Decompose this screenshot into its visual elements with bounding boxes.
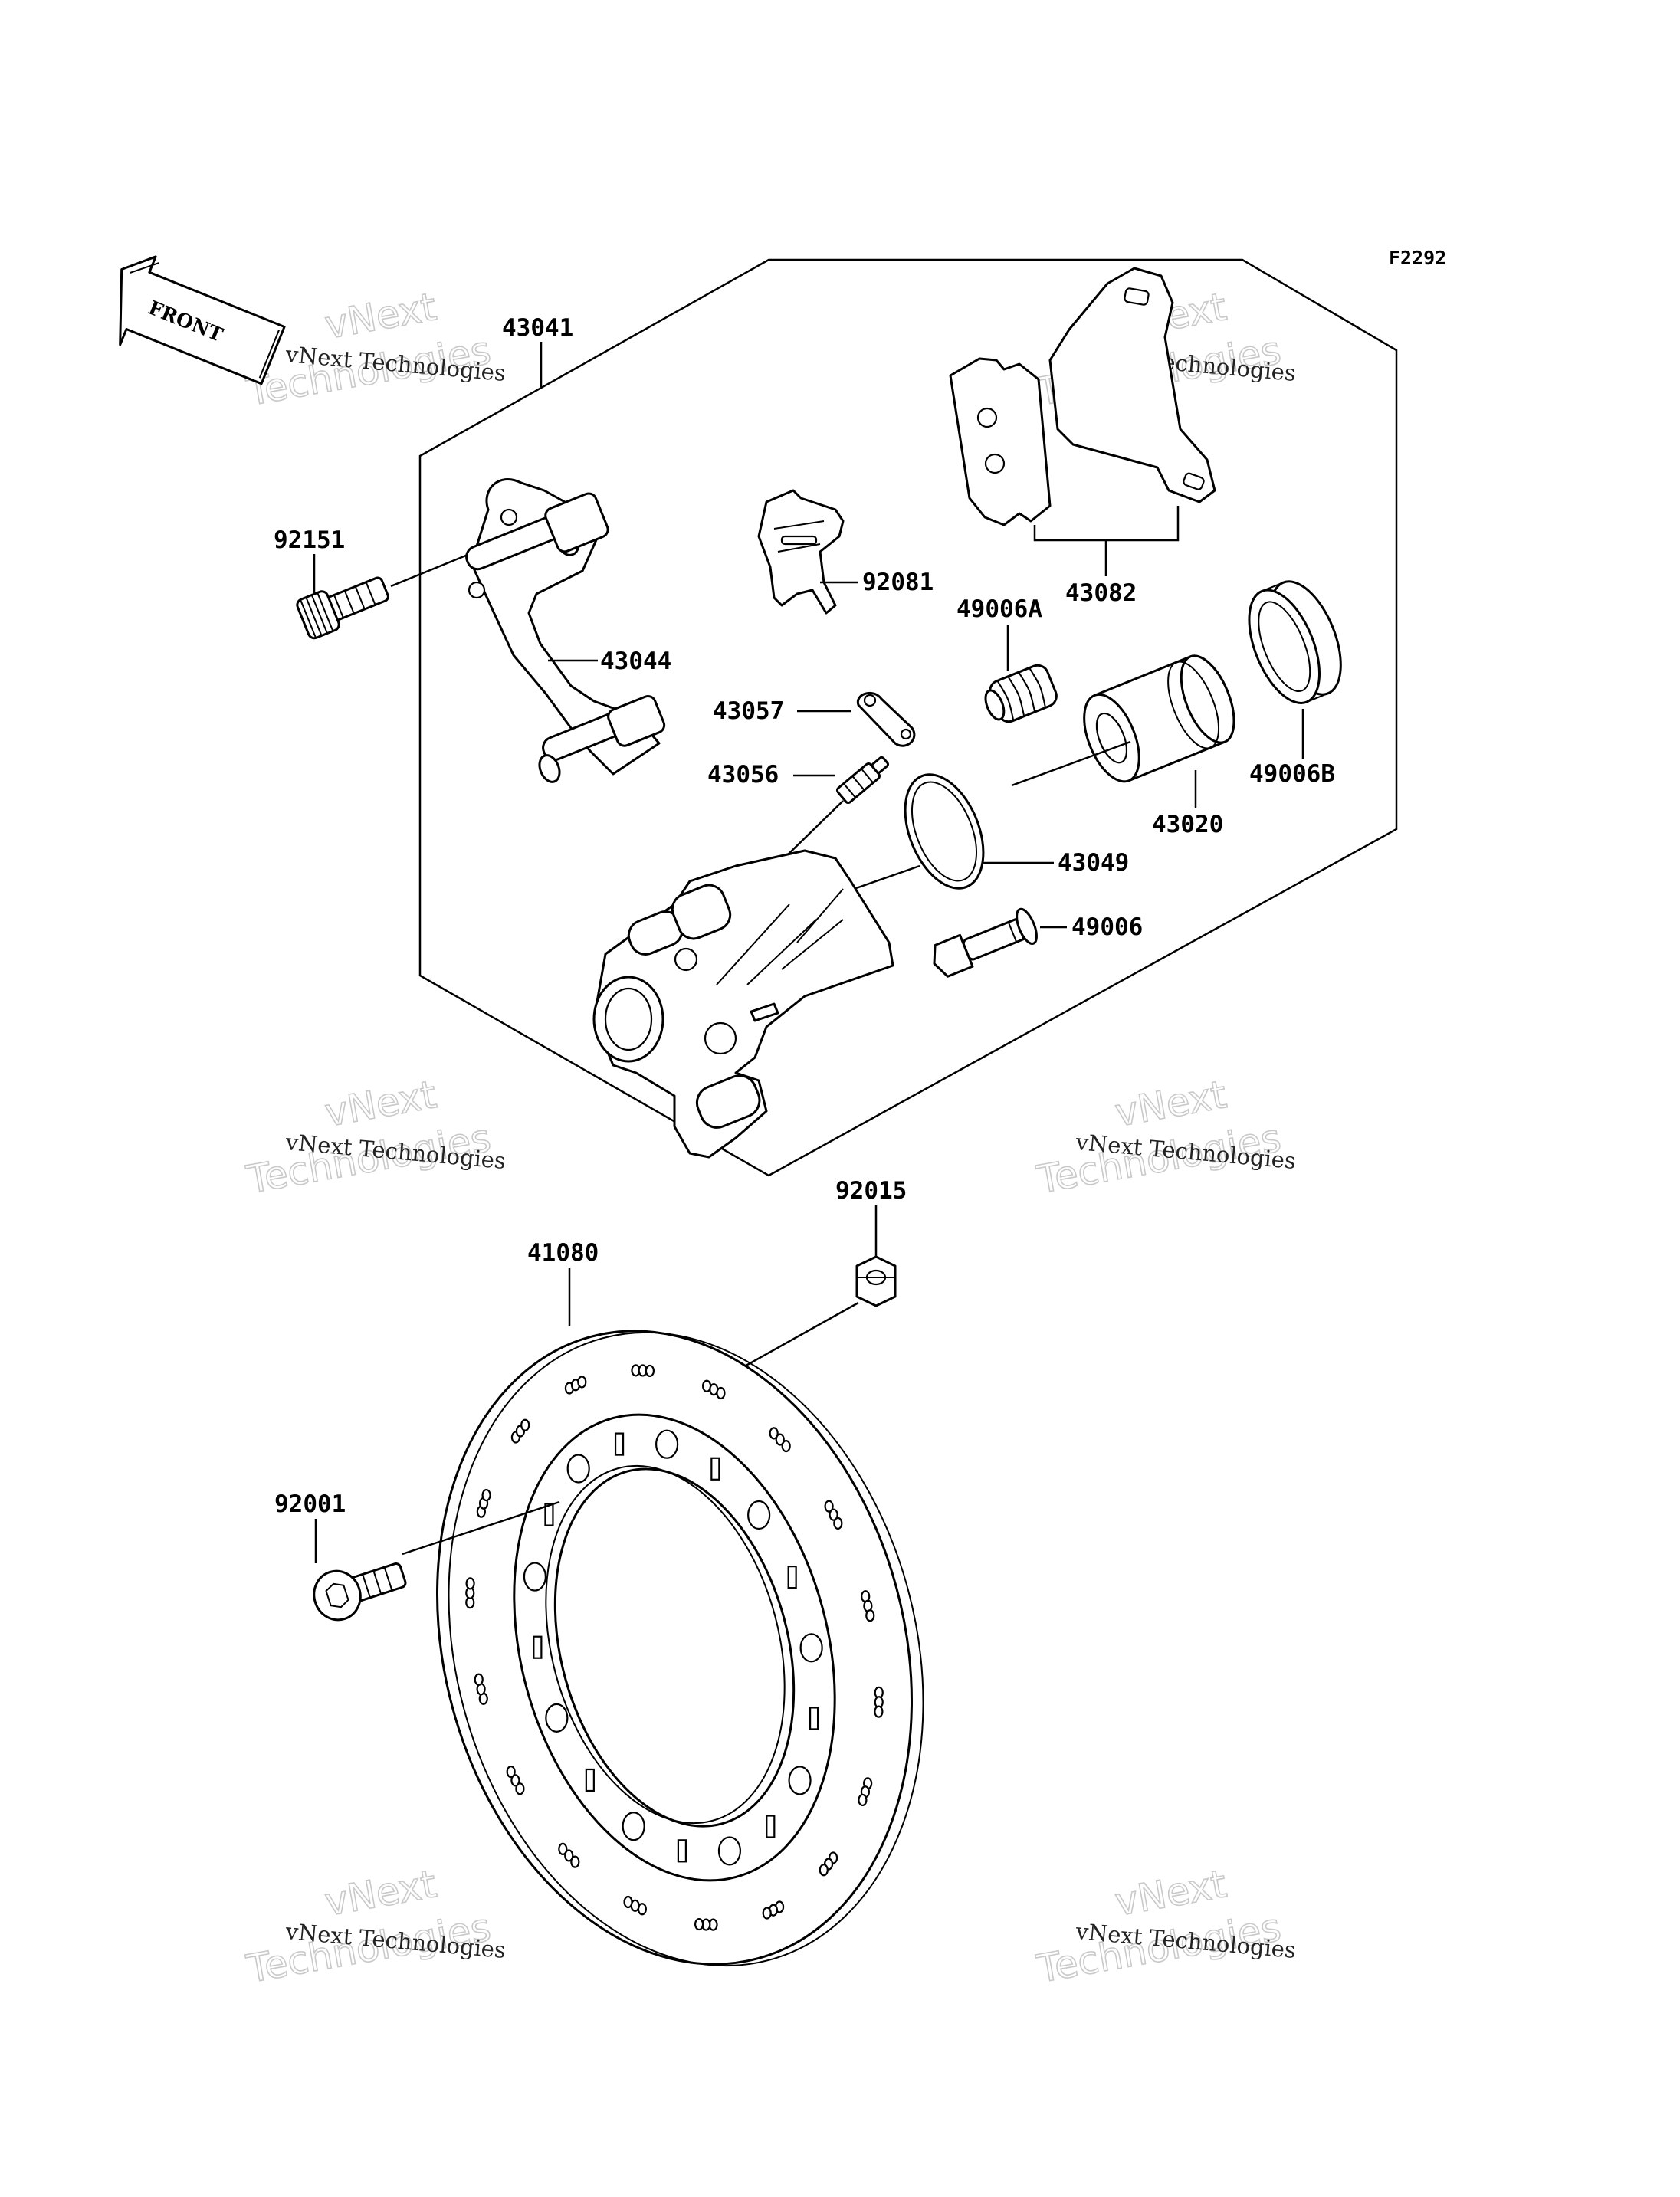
disc-mount-hole [747, 1500, 771, 1530]
disc-mount-hole [799, 1633, 823, 1663]
watermark-bottom-right: vNext Technologies vNext Technologies [1032, 1861, 1297, 1992]
disc-vent-hole [558, 1842, 568, 1856]
disc-vent-hole [577, 1376, 587, 1389]
disc-vent-hole [829, 1508, 838, 1521]
label-43056: 43056 [707, 761, 779, 789]
disc-vent-hole [570, 1855, 580, 1868]
label-41080: 41080 [527, 1239, 599, 1267]
disc-holes [465, 1364, 884, 1931]
label-43044: 43044 [600, 648, 671, 675]
watermark-mid-left: vNext Technologies vNext Technologies [242, 1071, 507, 1202]
label-43020: 43020 [1152, 811, 1223, 838]
disc-mount-hole [622, 1812, 645, 1841]
disc-slot [677, 1839, 687, 1863]
disc-mount-hole [655, 1429, 679, 1459]
disc-vent-hole [515, 1782, 525, 1795]
brake-pad-outer [1048, 267, 1216, 503]
disc-slot [585, 1768, 595, 1792]
bolt-92151-icon [296, 576, 389, 640]
disc-vent-hole [819, 1864, 829, 1877]
front-arrow-icon: FRONT [119, 255, 286, 385]
disc-vent-hole [506, 1766, 516, 1779]
disc-slot [766, 1815, 776, 1838]
disc-mount-hole [788, 1766, 812, 1795]
seal-49006B [1248, 580, 1342, 704]
piston-43020 [1083, 654, 1235, 783]
watermark-bottom-left: vNext Technologies vNext Technologies [242, 1861, 507, 1992]
disc-vent-hole [465, 1577, 475, 1590]
label-92151: 92151 [274, 526, 345, 554]
caliper-body [592, 849, 894, 1159]
watermark-mid-right: vNext Technologies vNext Technologies [1032, 1071, 1297, 1202]
boot-49006A [984, 664, 1058, 723]
label-43049: 43049 [1058, 849, 1129, 877]
disc-vent-hole [645, 1364, 655, 1378]
disc-vent-hole [623, 1895, 633, 1909]
disc-vent-hole [520, 1418, 530, 1431]
disc-vent-hole [865, 1609, 875, 1622]
disc-slot [544, 1503, 554, 1526]
label-49006B: 49006B [1249, 760, 1335, 788]
pin-49006 [933, 907, 1038, 978]
disc-vent-hole [694, 1917, 704, 1931]
disc-vent-hole [824, 1500, 834, 1513]
disc-mount-hole [717, 1836, 742, 1866]
disc-vent-hole [474, 1673, 484, 1686]
disc-slot [614, 1432, 625, 1456]
bolt-92001-icon [313, 1562, 407, 1622]
disc-mount-hole [523, 1562, 547, 1592]
disc-vent-hole [564, 1849, 574, 1862]
disc-vent-hole [769, 1427, 779, 1440]
label-49006: 49006 [1071, 913, 1143, 941]
seal-ring-43049 [904, 773, 985, 890]
svg-text:vNext: vNext [322, 284, 440, 347]
svg-text:vNext: vNext [1112, 1072, 1230, 1135]
caliper-assembly-outline [418, 258, 1398, 1177]
bracket-43044 [465, 477, 666, 783]
svg-text:vNext: vNext [322, 1861, 440, 1924]
disc-slot [710, 1457, 720, 1481]
disc-mount-hole [545, 1703, 569, 1733]
nut-92015 [855, 1255, 897, 1307]
svg-text:vNext: vNext [1112, 1861, 1230, 1924]
label-92015: 92015 [835, 1177, 907, 1205]
disc-slot [787, 1566, 797, 1589]
reference-code: F2292 [1389, 247, 1446, 269]
spring-92081 [757, 489, 845, 615]
cap-43057 [856, 691, 916, 747]
disc-vent-hole [858, 1793, 868, 1807]
disc-vent-hole [833, 1517, 843, 1530]
disc-vent-hole [481, 1488, 491, 1502]
label-43041: 43041 [502, 314, 573, 342]
disc-mount-hole [566, 1454, 590, 1484]
disc-slot [809, 1707, 819, 1730]
disc-vent-hole [762, 1907, 772, 1920]
disc-vent-hole [781, 1439, 791, 1453]
svg-text:vNext: vNext [322, 1072, 440, 1135]
watermark-top-left: vNext Technologies vNext Technologies [242, 284, 507, 415]
label-92001: 92001 [274, 1490, 346, 1518]
disc-slot [533, 1635, 543, 1659]
disc-vent-hole [874, 1705, 884, 1718]
brake-pad-inner [949, 357, 1052, 526]
label-43057: 43057 [713, 697, 784, 725]
brake-disc-41080 [436, 1330, 924, 1967]
label-43082: 43082 [1065, 579, 1137, 607]
label-49006A: 49006A [956, 595, 1042, 623]
disc-vent-hole [510, 1774, 520, 1787]
disc-vent-hole [716, 1386, 726, 1400]
label-92081: 92081 [862, 569, 934, 596]
disc-vent-hole [775, 1433, 785, 1446]
bleeder-valve-43056 [835, 756, 890, 805]
